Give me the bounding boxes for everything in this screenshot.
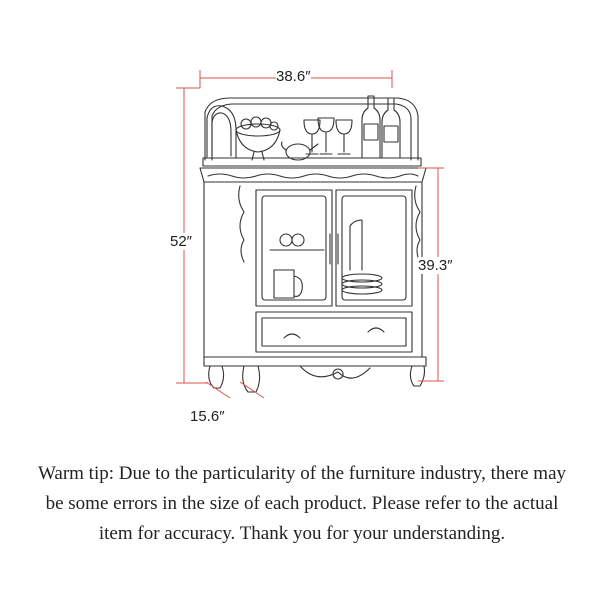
left-leg: [208, 365, 225, 389]
left-end-cap: [206, 105, 237, 159]
height-label: 52″: [170, 233, 192, 250]
width-label: 38.6″: [276, 68, 311, 85]
hutch-deck: [202, 157, 422, 167]
depth-label: 15.6″: [190, 408, 225, 425]
cabinet-apron: [203, 356, 427, 367]
right-door: [335, 189, 413, 307]
hutch-frame: [204, 97, 419, 161]
cabinet-crown: [199, 167, 427, 183]
drawer: [255, 311, 413, 353]
door-height-dimension-line: [418, 167, 444, 382]
left-door: [255, 189, 333, 307]
warm-tip-text: Warm tip: Due to the particularity of th…: [37, 463, 567, 544]
dimension-lines: [176, 70, 444, 399]
cabinet-body: [203, 181, 423, 358]
right-leg: [409, 365, 426, 387]
door-height-label: 39.3″: [418, 257, 453, 274]
depth-dimension-line: [205, 381, 265, 399]
